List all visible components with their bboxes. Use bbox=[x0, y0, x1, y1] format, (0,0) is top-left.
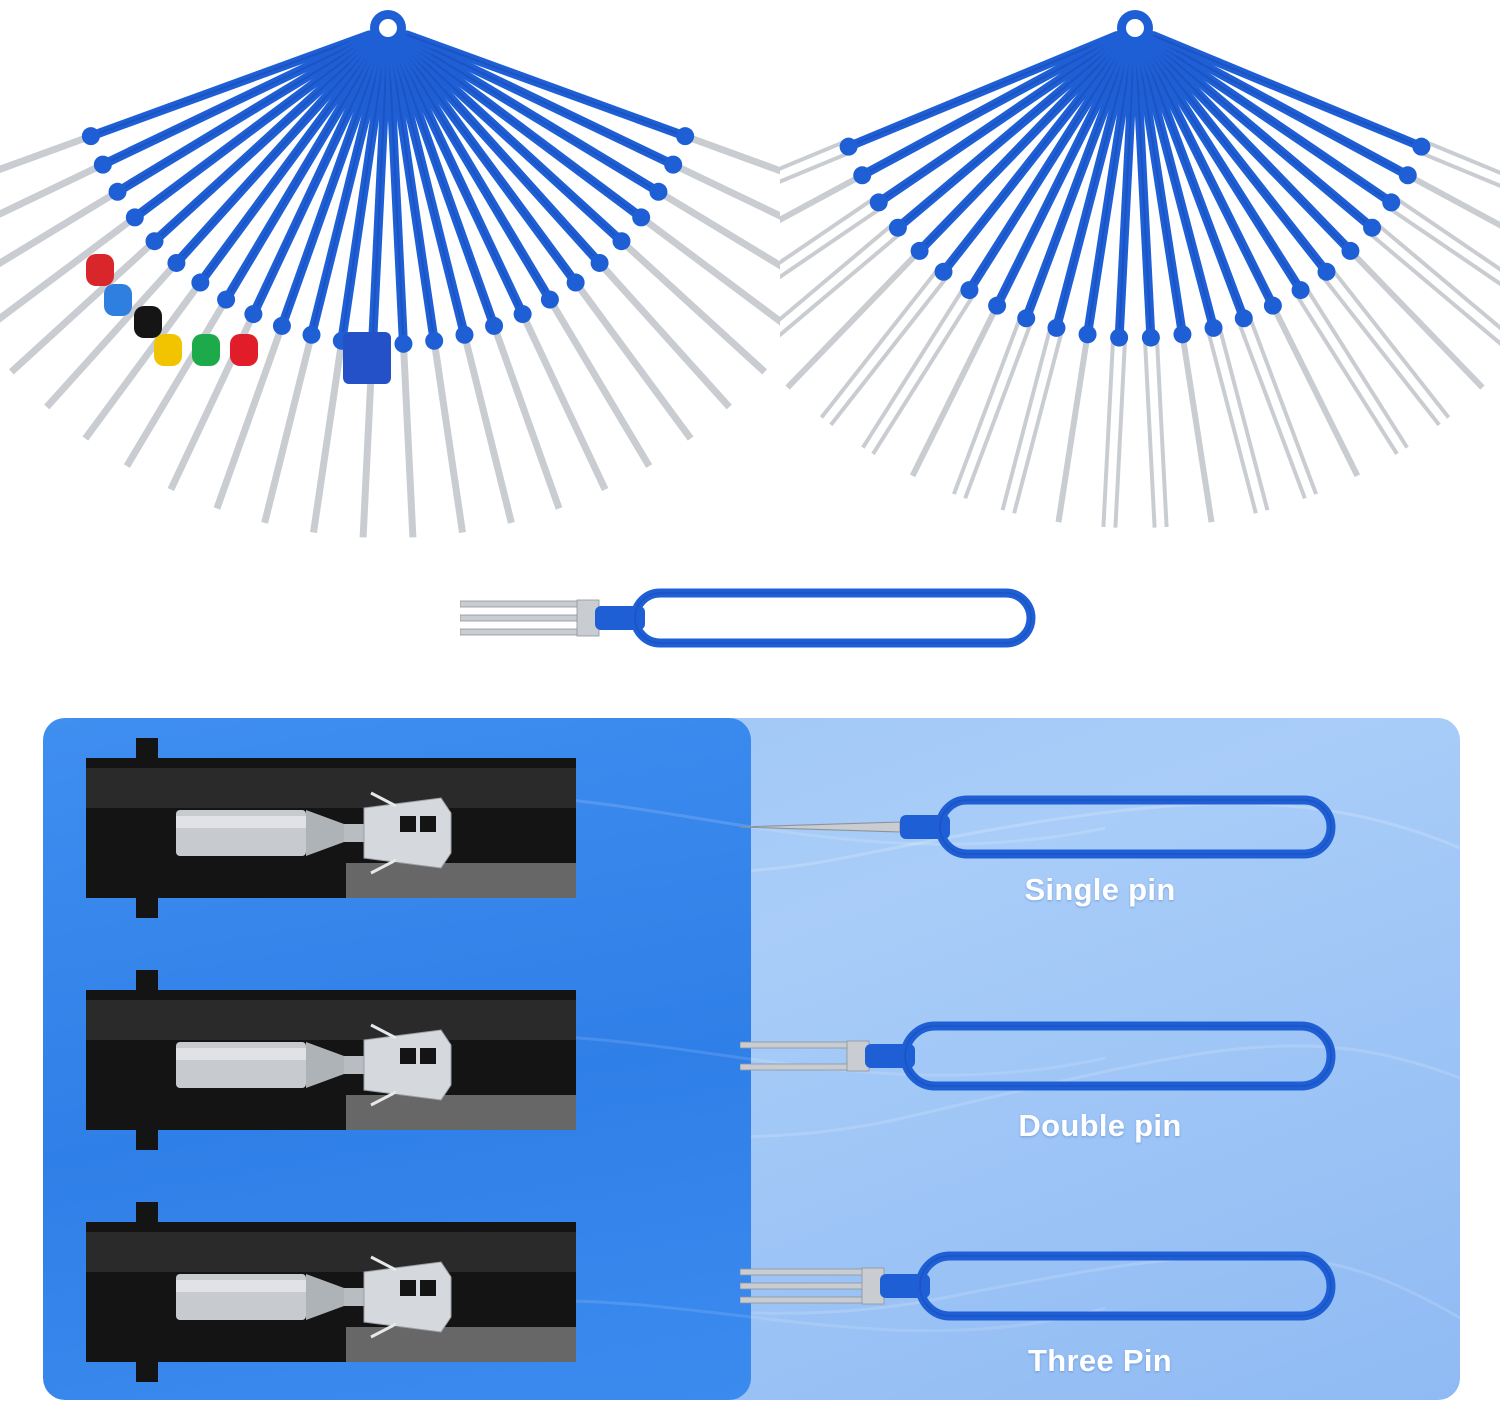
single-pin-tool bbox=[740, 795, 1336, 859]
three-pin-tool bbox=[740, 1251, 1336, 1321]
tool-fan-right bbox=[780, 10, 1500, 528]
double-pin-label: Double pin bbox=[1018, 1108, 1182, 1143]
connector-diagram-2 bbox=[86, 970, 576, 1150]
connector-diagram-3 bbox=[86, 1202, 576, 1382]
three-prong-tool-standalone bbox=[460, 588, 1036, 648]
double-pin-tool bbox=[740, 1021, 1336, 1091]
tool-fan-left bbox=[0, 10, 780, 538]
connector-diagram-1 bbox=[86, 738, 576, 918]
three-pin-label: Three Pin bbox=[1028, 1343, 1172, 1378]
single-pin-label: Single pin bbox=[1024, 872, 1176, 907]
